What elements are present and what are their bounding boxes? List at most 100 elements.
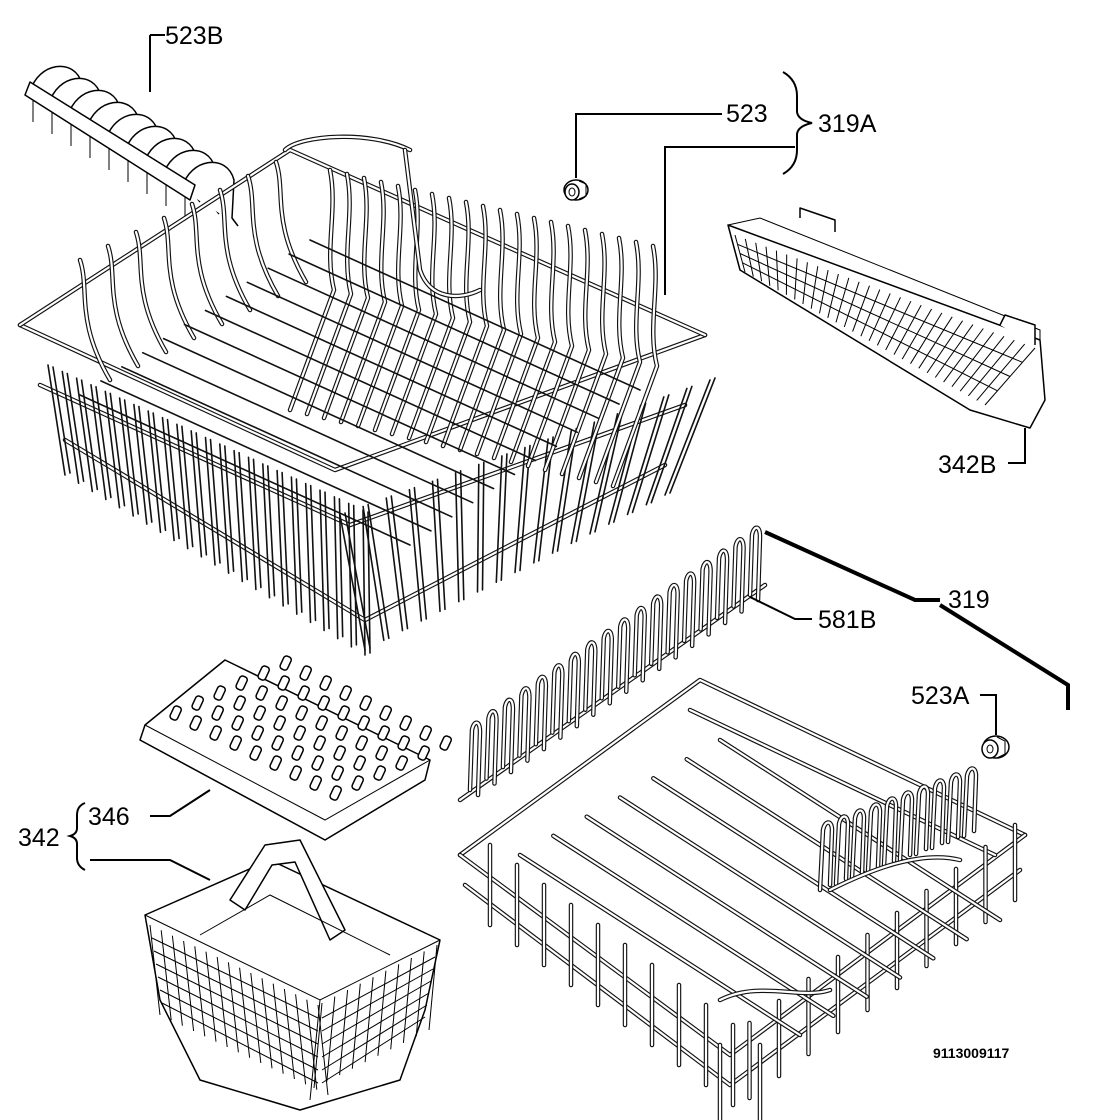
lid-slot [291,745,305,761]
upper-tine-core [560,232,608,476]
upper-right-bar [476,463,480,593]
upper-left-tine-core [162,216,196,340]
basket-divider [199,894,391,956]
upper-right-bar [664,379,711,496]
part-523a-wheel[interactable] [981,735,1010,759]
upper-front-bar-b [80,379,99,491]
basket-rail-left [151,937,319,1019]
basket-rail-left [155,963,319,1045]
upper-front-bar [219,443,230,574]
upper-front-bar [118,397,134,517]
basket-slat-right [390,964,400,1050]
comb-spine [24,81,196,201]
lid-slot [353,755,367,771]
basket-rail-right [321,980,432,1045]
upper-tine-core [322,176,370,420]
basket-slat-left [149,924,161,1016]
upper-right-bar-b [631,394,670,514]
upper-front-bar [247,456,257,591]
upper-tine-core [611,244,659,488]
lid-slot [357,715,371,731]
leader-523 [575,113,722,178]
upper-floor-wire [204,309,537,462]
leader-319-left [764,530,940,602]
upper-front-bar-b [338,498,344,638]
upper-tine-core [407,196,455,440]
upper-right-bar [431,480,441,613]
upper-left-tine-core [106,244,140,368]
upper-tine-core [356,184,404,428]
upper-front-bar-b [195,432,208,556]
upper-floor-wire [267,267,599,419]
lower-floor-wire-core [685,758,968,941]
upper-left-tine-core [190,202,224,326]
document-number: 9113009117 [933,1045,1010,1061]
upper-back-hook-core [403,148,482,298]
lid-slot [377,725,391,741]
lower-floor-wire-core [518,853,802,1037]
upper-right-bar [454,472,460,603]
part-523-wheel[interactable] [563,179,589,201]
upper-floor-wire [121,366,453,518]
leader-319-right [938,603,1070,710]
upper-floor-wire [225,295,558,448]
lid-slot [337,705,351,721]
upper-tine-core [390,192,438,436]
upper-floor-wire [309,239,641,391]
lower-tine-core [930,779,946,850]
tine-core [584,641,597,716]
upper-front-bar [304,482,312,624]
upper-handle-core [283,135,412,152]
upper-right-bar [514,446,526,574]
lower-floor-wire-core [552,834,835,1017]
basket-slat-left [295,994,307,1085]
lid-slot [399,715,413,731]
lid-slot [299,665,313,681]
part-523b-comb[interactable] [24,65,239,227]
leader-523b [149,34,165,92]
upper-front-bar [333,496,339,640]
basket-slat-right [339,990,349,1076]
upper-front-bar [362,509,366,656]
upper-floor-wire [141,351,474,504]
tine-core [617,618,630,693]
upper-right-bar [339,514,366,651]
lower-tine-core [882,797,898,868]
label-319a: 319A [818,110,877,138]
upper-front-bar-b [224,445,235,572]
lid-slot [189,715,203,731]
rack-rail [739,253,1011,377]
lid-slot [251,725,265,741]
upper-tine [287,167,337,413]
upper-front-bar-b [166,418,180,540]
basket-slat-left [205,951,217,1042]
rack-hook-left [799,207,836,232]
part-581b-tine-row[interactable] [457,525,768,803]
lid-slot [355,735,369,751]
upper-right-bar-b [500,453,508,581]
upper-right-bar-b [436,478,446,611]
lid-slot [289,765,303,781]
part-346-basket-lid[interactable] [139,655,453,841]
upper-front-bar-b [267,465,276,597]
brace-342 [66,802,86,871]
brace-319a [782,71,813,175]
lower-floor-wire-core [618,796,902,979]
part-342b-rack[interactable] [727,207,1046,429]
lid-slot [351,775,365,791]
lid-slot [395,755,409,771]
tine-core [666,584,679,659]
upper-front-bar-b [281,471,289,605]
basket-rail-left [153,950,319,1032]
upper-bottom-front [62,437,668,623]
lower-basket[interactable] [457,677,1028,1120]
rack-hook-right [999,314,1036,345]
upper-right-bar-b [669,377,716,494]
upper-tine-core [594,240,642,484]
upper-right-bar-b [390,495,409,630]
basket-slat-left [194,946,206,1037]
lid-slot [257,665,271,681]
upper-basket[interactable] [17,134,716,656]
upper-tine [304,171,354,417]
part-342-cutlery-basket[interactable] [144,839,441,1111]
